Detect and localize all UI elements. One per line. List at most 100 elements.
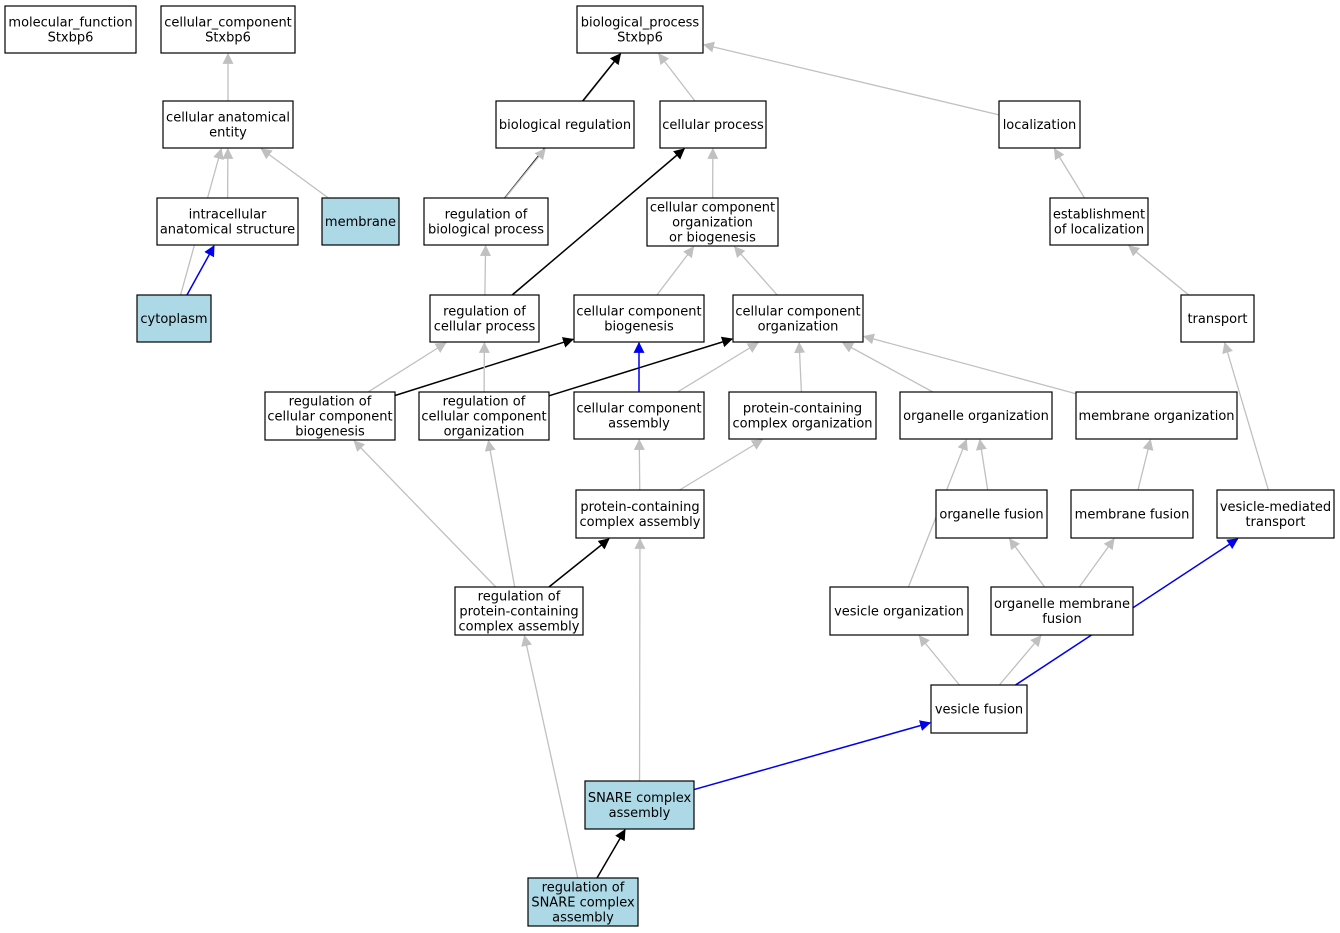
node-box — [584, 780, 695, 830]
node-label: biological regulation — [499, 118, 631, 133]
node-label: cellular component — [650, 201, 775, 216]
node-label: of localization — [1054, 223, 1144, 238]
node-label: cellular process — [662, 118, 764, 133]
edge-is-a-protein-containing-complex-assembly-to-protein-containing-complex-organization — [679, 439, 764, 491]
node-box — [1070, 489, 1194, 539]
node-label: membrane fusion — [1075, 508, 1190, 523]
node-label: organization — [444, 425, 525, 440]
node-label: molecular_function — [8, 16, 132, 31]
node-label: establishment — [1053, 208, 1145, 223]
node-label: vesicle fusion — [935, 703, 1023, 718]
node-box — [573, 391, 705, 440]
node-label: Stxbp6 — [617, 31, 663, 46]
node-label: cellular_component — [164, 16, 292, 31]
edge-is-a-regulation-of-cellular-process-to-regulation-of-biological-process — [479, 244, 491, 296]
node-cytoplasm[interactable]: cytoplasm — [136, 294, 212, 343]
node-biological-regulation[interactable]: biological regulation — [495, 100, 635, 149]
node-membrane[interactable]: membrane — [321, 197, 400, 246]
node-box — [573, 294, 705, 343]
edge-is-a-organelle-membrane-fusion-to-organelle-fusion — [1009, 538, 1046, 588]
edge-is-a-regulation-of-biological-process-to-biological-regulation — [504, 148, 546, 199]
node-box — [829, 586, 969, 636]
edge-is-a-localization-to-biological-process-root — [702, 41, 1000, 116]
edge-is-a-regulation-of-protein-containing-complex-assembly-to-regulation-of-cellular-component-organization — [484, 439, 516, 588]
node-label: complex organization — [732, 417, 872, 432]
node-label: transport — [1245, 515, 1305, 530]
node-box — [429, 294, 540, 343]
node-box — [1075, 391, 1238, 440]
node-label: membrane — [325, 215, 396, 230]
node-box — [495, 100, 635, 149]
node-cellular-process[interactable]: cellular process — [659, 100, 767, 149]
node-box — [418, 391, 550, 441]
node-box — [899, 391, 1053, 440]
node-label: entity — [209, 126, 247, 141]
node-localization[interactable]: localization — [998, 100, 1081, 149]
node-box — [935, 489, 1048, 539]
edge-part-of-cytoplasm-to-intracellular-anatomical-structure — [186, 245, 215, 296]
node-box — [527, 877, 639, 927]
node-label: assembly — [552, 911, 614, 926]
node-label: protein-containing — [459, 605, 578, 620]
node-vesicle-organization[interactable]: vesicle organization — [829, 586, 969, 636]
node-organelle-fusion[interactable]: organelle fusion — [935, 489, 1048, 539]
edge-is-a-vesicle-mediated-transport-to-transport — [1222, 341, 1270, 491]
node-box — [1180, 294, 1255, 343]
node-label: assembly — [609, 806, 671, 821]
node-box — [454, 586, 584, 636]
node-label: Stxbp6 — [48, 31, 94, 46]
node-layer: molecular_functionStxbp6cellular_compone… — [4, 5, 1335, 927]
node-label: organelle organization — [903, 409, 1049, 424]
edge-is-a-cellular-process-to-biological-process-root — [658, 53, 696, 102]
node-label: cellular anatomical — [166, 111, 290, 126]
node-label: regulation of — [289, 395, 372, 410]
node-label: regulation of — [478, 590, 561, 605]
node-membrane-fusion[interactable]: membrane fusion — [1070, 489, 1194, 539]
node-transport[interactable]: transport — [1180, 294, 1255, 343]
edge-is-a-regulation-of-protein-containing-complex-assembly-to-regulation-of-cellular-component-biogenesis — [353, 440, 497, 588]
node-box — [575, 489, 705, 539]
node-membrane-organization[interactable]: membrane organization — [1075, 391, 1238, 440]
edge-is-a-organelle-organization-to-cellular-component-organization — [841, 342, 934, 393]
edge-is-a-cellular-component-biogenesis-to-cellular-component-organization-or-biogenesis — [656, 246, 695, 296]
node-box — [264, 391, 396, 441]
node-label: cellular component — [267, 410, 392, 425]
node-box — [998, 100, 1081, 149]
node-box — [4, 5, 137, 54]
node-label: cellular component — [576, 402, 701, 417]
node-organelle-organization[interactable]: organelle organization — [899, 391, 1053, 440]
node-label: biological process — [428, 223, 544, 238]
edge-is-a-establishment-of-localization-to-localization — [1053, 148, 1086, 199]
edge-regulates-regulation-of-cellular-component-organization-to-cellular-component-organization — [548, 336, 734, 397]
node-box — [1049, 197, 1149, 246]
node-label: cellular component — [576, 305, 701, 320]
edge-is-a-regulation-of-cellular-component-biogenesis-to-regulation-of-cellular-process — [367, 342, 447, 393]
node-box — [160, 5, 296, 54]
edge-is-a-protein-containing-complex-organization-to-cellular-component-organization — [794, 341, 806, 393]
node-box — [732, 294, 864, 343]
node-vesicle-fusion[interactable]: vesicle fusion — [930, 684, 1028, 734]
node-label: organization — [672, 216, 753, 231]
